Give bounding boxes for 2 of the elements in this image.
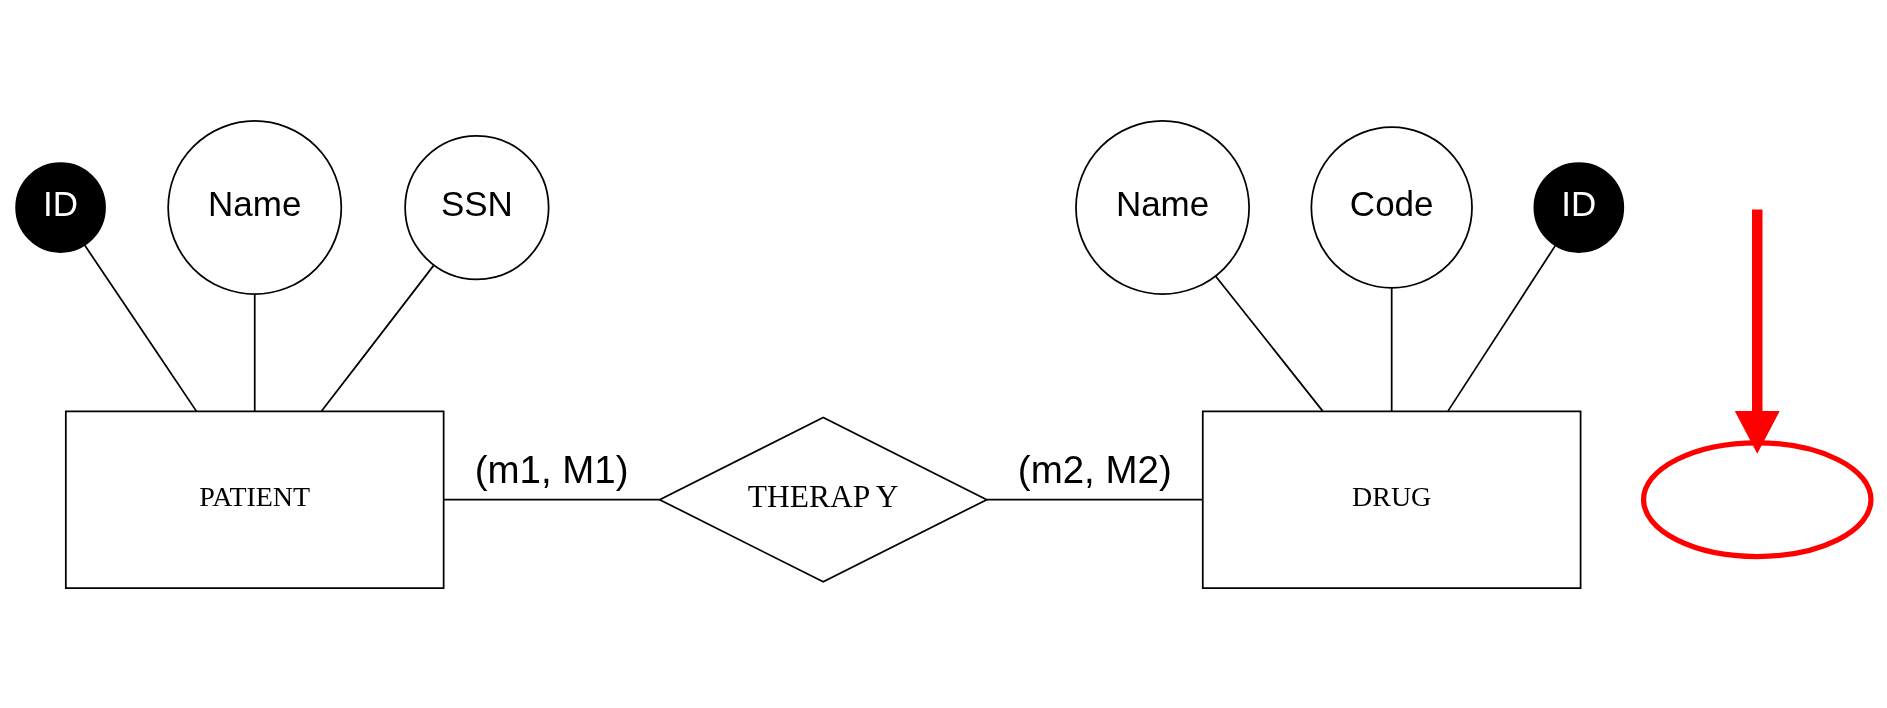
edge-label: (m1, M1)	[474, 447, 629, 491]
edge-label: (m2, M2)	[1017, 447, 1172, 491]
